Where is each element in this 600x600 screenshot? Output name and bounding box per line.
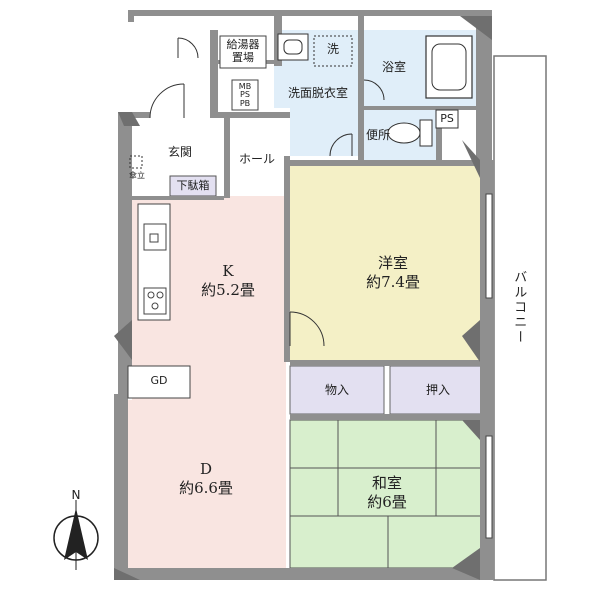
washer-space <box>313 35 353 67</box>
japanese-room-label: 和室 約6畳 <box>367 474 407 511</box>
compass-north-label: N <box>71 488 81 502</box>
storage-label: 物入 <box>324 383 349 397</box>
bathroom-door <box>363 79 385 101</box>
water-heater-box <box>219 35 267 69</box>
washroom-lower-floor <box>290 108 364 156</box>
bathtub-icon <box>425 35 473 99</box>
storage-floor <box>289 365 385 415</box>
washroom-door <box>329 133 353 157</box>
western-room-label: 洋室 約7.4畳 <box>366 254 420 291</box>
western-room-door <box>289 311 325 347</box>
water-heater-label: 給湯器 置場 <box>226 38 260 64</box>
stove-icon <box>143 287 167 315</box>
compass-icon <box>53 500 99 570</box>
ps-box <box>435 109 459 129</box>
closet-label: 押入 <box>425 383 450 397</box>
western-room-floor <box>290 164 486 360</box>
balcony-label: バルコニー <box>511 270 527 345</box>
mb-ps-pb-box <box>231 79 259 111</box>
hall-label: ホール <box>238 152 275 166</box>
toilet-label: 便所 <box>365 128 390 142</box>
ps-label: PS <box>440 112 454 125</box>
washroom-label: 洗面脱衣室 <box>287 86 348 100</box>
shoe-box-label: 下駄箱 <box>176 179 210 192</box>
mb-ps-pb-label: MB PS PB <box>238 82 252 108</box>
washbasin-icon <box>277 33 309 61</box>
entrance-door <box>149 37 199 119</box>
toilet-icon <box>387 119 433 147</box>
windows <box>485 193 493 539</box>
walls <box>114 10 494 580</box>
bathroom-label: 浴室 <box>381 60 406 74</box>
umbrella-stand-box <box>129 155 143 169</box>
washer-label: 洗 <box>326 42 339 56</box>
balcony-area <box>493 55 547 581</box>
umbrella-stand-label: 傘立 <box>129 171 145 180</box>
kitchen-label: K 約5.2畳 <box>201 262 255 299</box>
gd-label: GD <box>150 374 168 387</box>
dining-label: D 約6.6畳 <box>179 460 233 497</box>
gd-box <box>127 365 191 399</box>
entrance-label: 玄関 <box>167 145 192 159</box>
wall-corners <box>114 16 492 580</box>
